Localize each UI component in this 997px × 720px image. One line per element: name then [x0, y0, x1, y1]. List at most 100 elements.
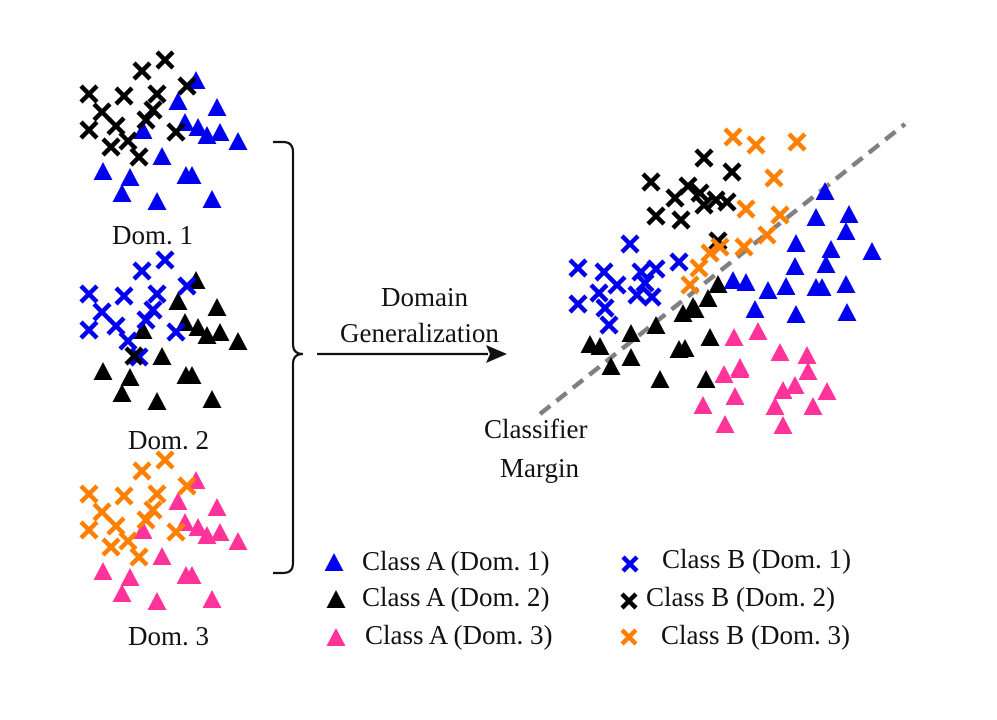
dom1-classA-marker: [202, 190, 222, 208]
dom1-classB-marker: [132, 61, 152, 81]
dom2-classB-marker: [106, 316, 126, 336]
dom2-classB-marker: [79, 284, 99, 304]
merged-dom1-classA-marker: [776, 277, 796, 295]
domain-2-cluster: [79, 250, 248, 410]
merged-dom3-classB-marker: [770, 205, 790, 225]
merged-dom3-classA-marker: [748, 322, 768, 340]
dom1-classA-marker: [182, 166, 202, 184]
merged-dom1-classB-marker: [599, 315, 619, 335]
domain-1-cluster: [79, 50, 248, 210]
merged-dom3-classA-marker: [773, 381, 793, 399]
merged-dom2-classB-marker: [665, 188, 685, 208]
dom2-classB-marker: [177, 276, 197, 296]
legend-label-classB-dom1: Class B (Dom. 1): [662, 544, 851, 574]
merged-dom3-classA-marker: [770, 343, 790, 361]
dom2-classA-marker: [207, 298, 227, 316]
merged-dom3-classA-marker: [797, 346, 817, 364]
dom1-classA-marker: [207, 98, 227, 116]
arrow-label-line1: Domain: [381, 282, 468, 312]
merged-dom1-classB-marker: [669, 252, 689, 272]
dom2-classB-marker: [143, 300, 163, 320]
dom3-classA-marker: [182, 566, 202, 584]
dom2-classA-marker: [120, 368, 140, 386]
dom1-classA-marker: [152, 147, 172, 165]
dom3-classA-marker: [133, 521, 153, 539]
dom2-classA-marker: [182, 366, 202, 384]
dom3-classB-marker: [92, 502, 112, 522]
merged-dom3-classB-marker: [736, 199, 756, 219]
dom1-classA-marker: [147, 192, 167, 210]
merged-dom3-classA-marker: [725, 387, 745, 405]
legend-markers: [324, 553, 639, 646]
merged-dom2-classA-marker: [700, 328, 720, 346]
dom2-classA-marker: [112, 384, 132, 402]
dom1-classB-marker: [129, 147, 149, 167]
merged-dom3-classB-marker: [700, 243, 720, 263]
merged-dom2-classA-marker: [675, 339, 695, 357]
merged-dom3-classA-marker: [714, 365, 734, 383]
dom1-classB-marker: [101, 137, 121, 157]
dom2-classA-marker: [202, 390, 222, 408]
dom2-classA-marker: [168, 292, 188, 310]
merged-dom3-classA-marker: [693, 396, 713, 414]
dom1-classB-marker: [106, 116, 126, 136]
merged-dom1-classA-marker: [816, 255, 836, 273]
dom3-classB-marker: [79, 484, 99, 504]
legend-marker-classB-1: [621, 555, 639, 573]
dom3-classB-marker: [132, 461, 152, 481]
merged-dom1-classB-marker: [631, 262, 651, 282]
merged-dom2-classA-marker: [685, 300, 705, 318]
merged-dom3-classB-marker: [746, 135, 766, 155]
dom2-classB-marker: [79, 320, 99, 340]
dom1-classB-marker: [118, 131, 138, 151]
grouping-bracket: [273, 140, 304, 575]
merged-dom1-classA-marker: [736, 273, 756, 291]
merged-dom2-classA-marker: [708, 275, 728, 293]
dom1-classA-marker: [133, 121, 153, 139]
dom2-classA-marker: [210, 323, 230, 341]
dom3-classA-marker: [168, 492, 188, 510]
merged-dom1-classA-marker: [786, 305, 806, 323]
merged-dom3-classA-marker: [817, 382, 837, 400]
dom3-classA-marker: [228, 532, 248, 550]
dom3-classA-marker: [202, 590, 222, 608]
merged-dom3-classA-marker: [798, 362, 818, 380]
merged-dom1-classB-marker: [635, 273, 655, 293]
classifier-margin-line: [538, 122, 907, 416]
dom1-classB-marker: [92, 102, 112, 122]
merged-dom3-classB-marker: [764, 168, 784, 188]
legend-label-classB-dom2: Class B (Dom. 2): [646, 582, 835, 612]
merged-dom2-classA-marker: [696, 370, 716, 388]
dom3-classB-marker: [129, 547, 149, 567]
dom3-classA-marker: [147, 592, 167, 610]
merged-dom1-classA-marker: [821, 240, 841, 258]
merged-dom3-classA-marker: [730, 360, 750, 378]
merged-dom3-classB-marker: [757, 225, 777, 245]
merged-dom1-classB-marker: [620, 234, 640, 254]
merged-dom3-classB-marker: [710, 237, 730, 257]
legend-label-classA-dom2: Class A (Dom. 2): [362, 582, 550, 612]
dom3-classB-marker: [79, 520, 99, 540]
dom3-classB-marker: [106, 516, 126, 536]
merged-dom2-classB-marker: [641, 172, 661, 192]
merged-dom1-classA-marker: [836, 222, 856, 240]
dom3-classB-marker: [114, 486, 134, 506]
merged-dom2-classA-marker: [580, 335, 600, 353]
dom3-classB-marker: [155, 450, 175, 470]
domain-3-cluster: [79, 450, 248, 610]
merged-dom3-classB-marker: [680, 275, 700, 295]
merged-dom1-classB-marker: [568, 294, 588, 314]
dom1-classB-marker: [79, 84, 99, 104]
merged-dom3-classB-marker: [723, 127, 743, 147]
dom2-classB-marker: [92, 302, 112, 322]
dom2-classB-marker: [114, 286, 134, 306]
merged-dom2-classA-marker: [601, 357, 621, 375]
dom2-classA-marker: [188, 318, 208, 336]
merged-dom3-classA-marker: [803, 397, 823, 415]
merged-dom3-classA-marker: [724, 328, 744, 346]
merged-dom1-classA-marker: [745, 300, 765, 318]
merged-dom2-classB-marker: [717, 192, 737, 212]
dom2-classA-marker: [228, 332, 248, 350]
merged-dom1-classB-marker: [642, 287, 662, 307]
merged-dom3-classA-marker: [715, 415, 735, 433]
